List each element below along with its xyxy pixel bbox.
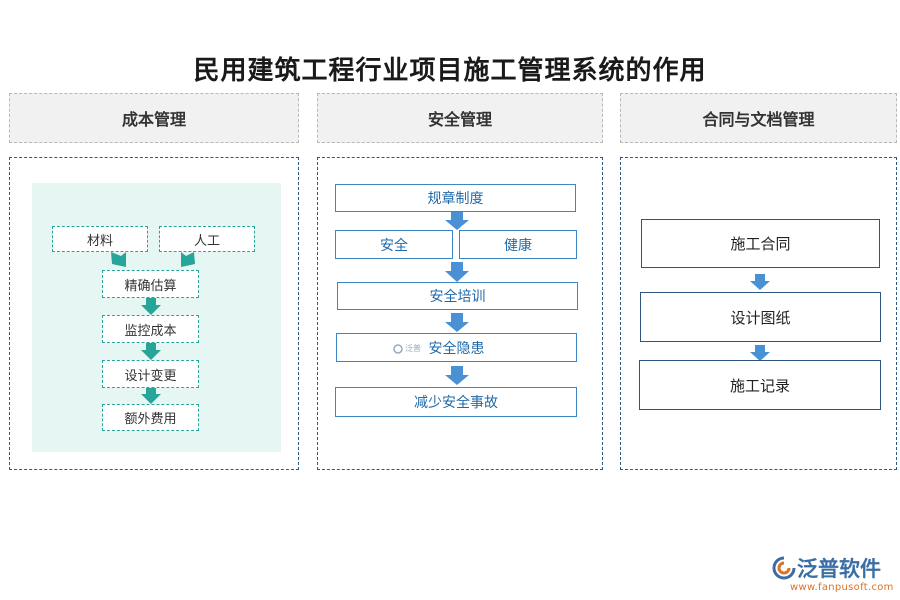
down-arrow-icon — [141, 388, 161, 404]
column-header-cost: 成本管理 — [9, 93, 299, 143]
safety-item-hazards: 安全隐患 — [336, 333, 577, 362]
down-arrow-icon — [141, 343, 161, 360]
down-arrow-icon — [445, 366, 469, 385]
down-arrow-icon — [445, 212, 469, 230]
cost-item-labor: 人工 — [159, 226, 255, 252]
safety-item-reduce-accidents: 减少安全事故 — [335, 387, 577, 417]
safety-item-health: 健康 — [459, 230, 577, 259]
down-arrow-icon — [181, 252, 195, 267]
watermark-center-text: 泛普 — [405, 344, 421, 353]
down-arrow-icon — [750, 345, 770, 361]
cost-item-design-change: 设计变更 — [102, 360, 199, 388]
watermark-url: www.fanpusoft.com — [790, 582, 894, 593]
watermark-brand: 泛普软件 — [797, 557, 881, 581]
down-arrow-icon — [445, 313, 469, 332]
safety-item-safety: 安全 — [335, 230, 453, 259]
cost-item-materials: 材料 — [52, 226, 148, 252]
down-arrow-icon — [750, 274, 770, 290]
cost-item-extra-fees: 额外费用 — [102, 404, 199, 431]
down-arrow-icon — [445, 262, 469, 282]
panel-safety — [317, 157, 603, 470]
safety-item-regulations: 规章制度 — [335, 184, 576, 212]
fanpu-logo-icon — [772, 556, 796, 580]
column-header-safety: 安全管理 — [317, 93, 603, 143]
cost-item-monitor: 监控成本 — [102, 315, 199, 343]
fanpu-logo-icon — [393, 343, 403, 354]
panel-contract — [620, 157, 897, 470]
column-header-contract: 合同与文档管理 — [620, 93, 897, 143]
panel-cost — [9, 157, 299, 470]
safety-item-training: 安全培训 — [337, 282, 578, 310]
watermark-center: 泛普 — [393, 343, 421, 354]
down-arrow-icon — [141, 298, 161, 315]
contract-item-design-drawings: 设计图纸 — [640, 292, 881, 342]
contract-item-construction-records: 施工记录 — [639, 360, 881, 410]
contract-item-construction-contract: 施工合同 — [641, 219, 880, 268]
down-arrow-icon — [111, 252, 126, 267]
cost-item-estimate: 精确估算 — [102, 270, 199, 298]
page-title: 民用建筑工程行业项目施工管理系统的作用 — [193, 56, 707, 86]
